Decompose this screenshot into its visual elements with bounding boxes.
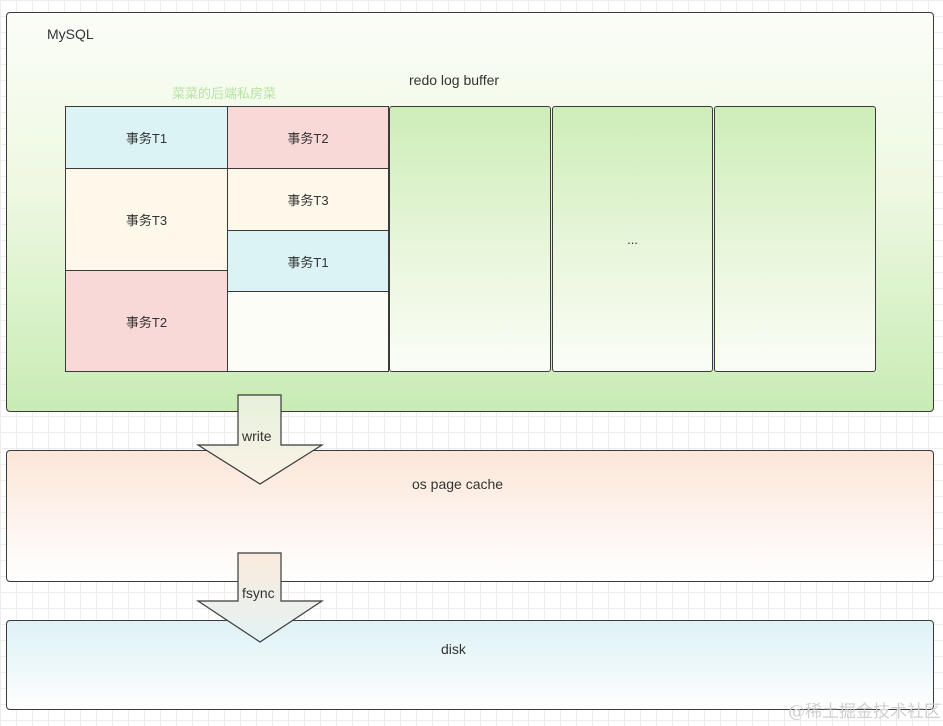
- fsync-label: fsync: [242, 585, 275, 601]
- author-watermark: 菜菜的后端私房菜: [172, 86, 277, 101]
- os-page-cache-panel: [6, 450, 934, 582]
- disk-panel: [6, 620, 934, 710]
- write-arrow-icon: [195, 394, 325, 485]
- transaction-cell-col1-row2: 事务T3: [65, 168, 228, 271]
- transaction-cell-col1-row1: 事务T1: [65, 106, 228, 169]
- buffer-block-3: [389, 106, 551, 372]
- transaction-cell-col1-row3: 事务T2: [65, 270, 228, 372]
- mysql-title: MySQL: [47, 26, 94, 42]
- transaction-cell-col2-empty: [227, 291, 389, 372]
- disk-title: disk: [441, 641, 466, 657]
- site-watermark: @稀土掘金技术社区: [788, 702, 941, 722]
- fsync-arrow-icon: [196, 552, 324, 643]
- transaction-cell-col2-row3: 事务T1: [227, 230, 389, 292]
- transaction-cell-col2-row1: 事务T2: [227, 106, 389, 169]
- buffer-block-5: [714, 106, 876, 372]
- write-label: write: [242, 428, 272, 444]
- buffer-block-ellipsis: ...: [552, 106, 713, 372]
- os-page-cache-title: os page cache: [412, 476, 504, 492]
- transaction-cell-col2-row2: 事务T3: [227, 168, 389, 231]
- redo-log-buffer-title: redo log buffer: [409, 72, 500, 88]
